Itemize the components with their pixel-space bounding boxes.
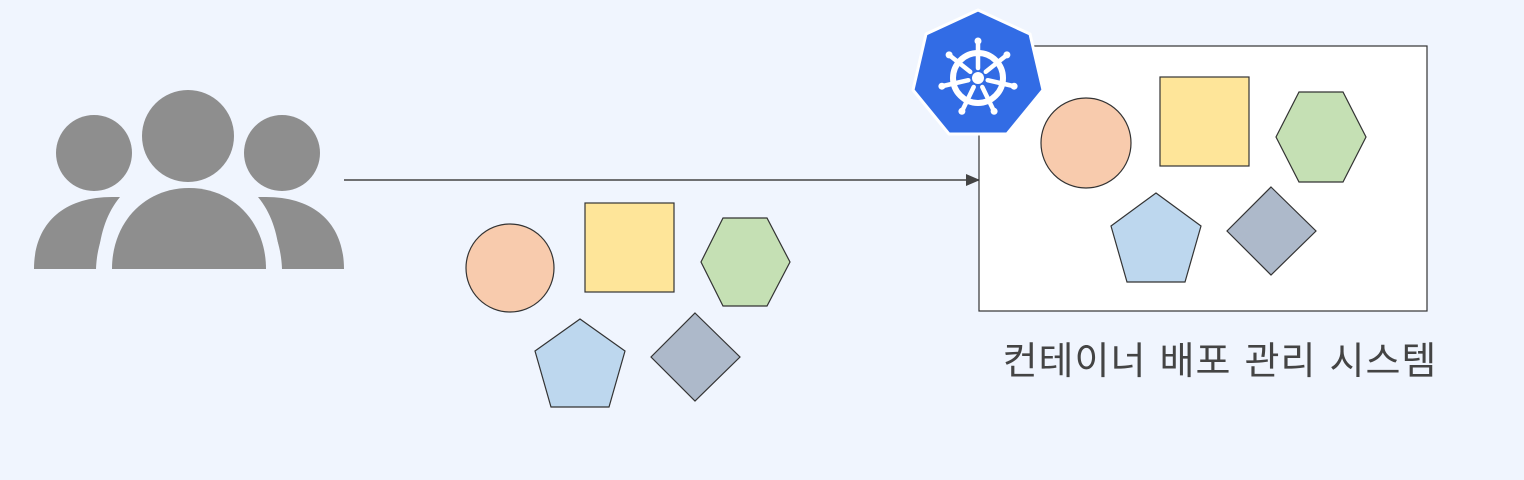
circle-container (465, 223, 555, 313)
cluster-diamond-container (1226, 186, 1317, 276)
kubernetes-helm-icon (911, 8, 1045, 136)
loose-containers-group (465, 202, 791, 408)
square-container (584, 202, 675, 293)
cluster-square-container (1159, 76, 1250, 167)
pentagon-container (534, 318, 626, 408)
cluster-containers-group (1040, 76, 1367, 283)
diamond-container (650, 312, 741, 402)
users-group-icon (34, 84, 344, 269)
cluster-caption: 컨테이너 배포 관리 시스템 (1002, 339, 1438, 383)
cluster-hexagon-container (1275, 91, 1367, 183)
hexagon-container (700, 217, 791, 307)
cluster-circle-container (1040, 97, 1132, 189)
cluster-pentagon-container (1110, 192, 1202, 283)
